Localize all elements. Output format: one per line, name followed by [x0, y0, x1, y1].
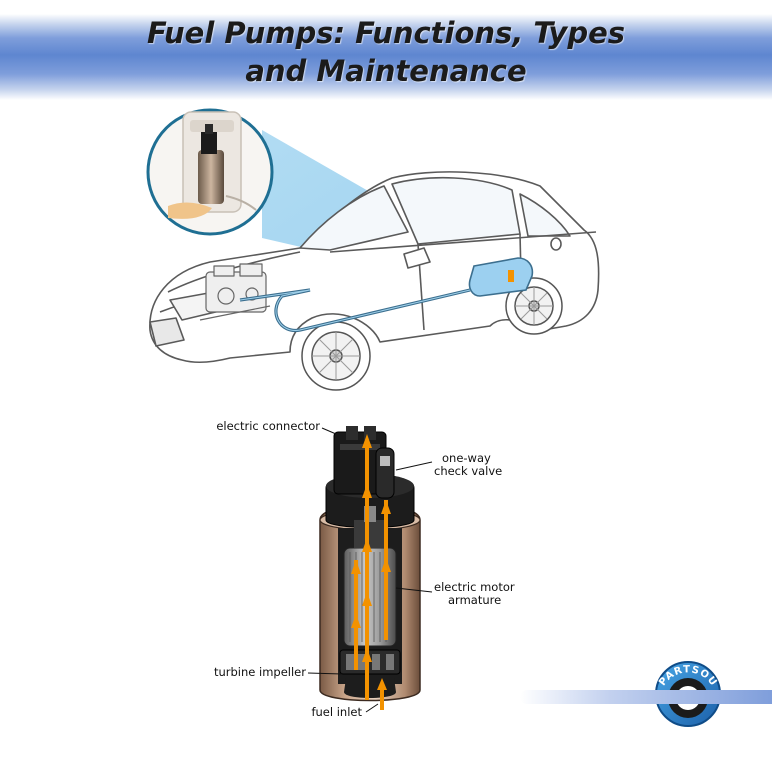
car-wheel-rear — [505, 277, 563, 335]
title-line-2: and Maintenance — [245, 54, 527, 88]
pump-cutaway — [319, 426, 421, 710]
fuel-flow-arrows — [351, 434, 391, 710]
title-banner — [0, 0, 772, 100]
label-motor-line1: electric motor — [434, 580, 515, 594]
inset-pump-icon — [198, 150, 224, 204]
check-valve — [375, 447, 395, 499]
fuel-system — [239, 257, 534, 333]
corner-swoosh — [520, 690, 772, 704]
tank-pump-marker — [508, 270, 514, 282]
car-illustration — [149, 171, 600, 363]
label-electric-motor: electric motor armature — [434, 581, 515, 607]
label-fuel-inlet: fuel inlet — [311, 705, 362, 719]
label-motor-line2: armature — [448, 593, 502, 607]
leader-lines — [307, 427, 433, 713]
motor-armature — [343, 547, 397, 647]
label-check-valve-line2: check valve — [434, 464, 503, 478]
car-engine — [199, 263, 271, 321]
label-check-valve: one-way check valve — [434, 452, 502, 478]
title-line-1: Fuel Pumps: Functions, Types — [146, 16, 626, 50]
car-grille — [149, 317, 185, 347]
label-electric-connector: electric connector — [216, 419, 320, 433]
label-check-valve-line1: one-way — [442, 451, 491, 465]
car-rear-window — [519, 193, 571, 237]
car-windshield — [299, 185, 409, 251]
car-wheel-front — [301, 321, 371, 391]
car-side-window — [391, 176, 521, 245]
fuel-tank — [468, 257, 534, 297]
label-turbine-impeller: turbine impeller — [213, 665, 306, 679]
page-title: Fuel Pumps: Functions, Types and Mainten… — [0, 14, 772, 90]
